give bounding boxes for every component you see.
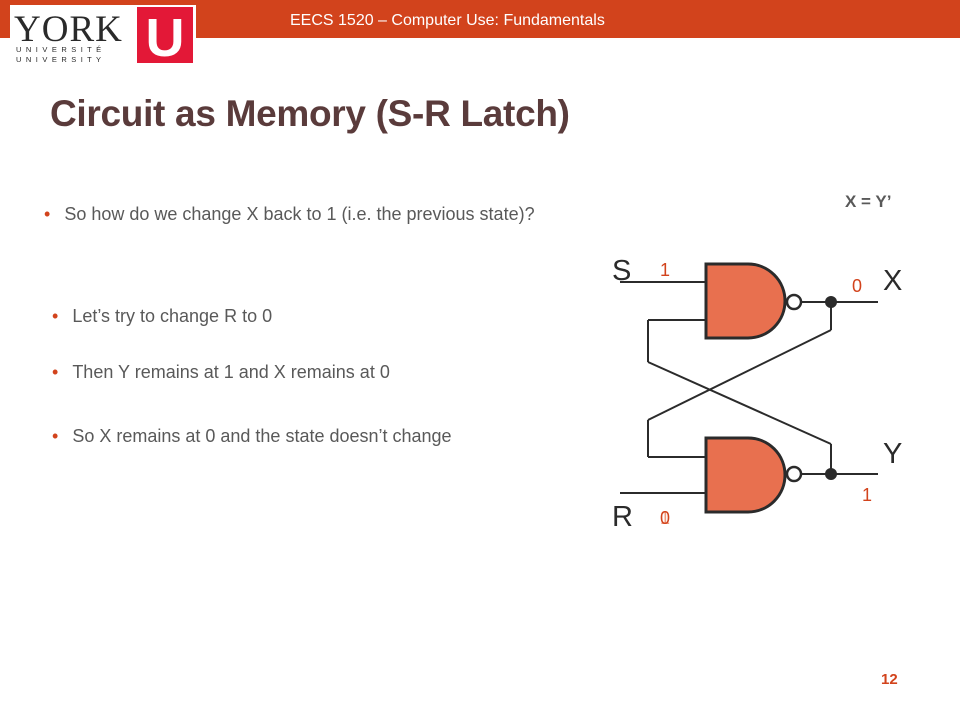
slide-title: Circuit as Memory (S-R Latch) <box>50 93 570 134</box>
logo-mark-box <box>137 7 193 63</box>
x-value-label: 0 <box>852 276 863 296</box>
top-nand-gate <box>704 262 787 340</box>
sub-bullet-text: Then Y remains at 1 and X remains at 0 <box>72 362 390 382</box>
cross-wire-1 <box>647 329 832 421</box>
cross-wire-2 <box>647 361 832 445</box>
logo-word: YORK <box>14 9 123 50</box>
course-title: EECS 1520 – Computer Use: Fundamentals <box>290 12 605 29</box>
sub-bullet-text: So X remains at 0 and the state doesn’t … <box>72 426 452 446</box>
s-label: S <box>612 255 631 287</box>
r-old-value-label: 1 <box>660 508 671 528</box>
main-bullet-text: So how do we change X back to 1 (i.e. th… <box>64 204 535 224</box>
bullet-dot: • <box>44 204 51 224</box>
bottom-gate-bubble <box>785 465 803 483</box>
bullet-dot: • <box>52 362 59 382</box>
sub-bullet-1: • Let’s try to change R to 0 <box>52 306 272 327</box>
main-bullet: • So how do we change X back to 1 (i.e. t… <box>44 204 535 225</box>
logo-line1: U N I V E R S I T É <box>16 45 102 54</box>
x-label: X <box>883 265 902 297</box>
y-label: Y <box>883 438 902 470</box>
x-junction-dot <box>825 296 837 308</box>
y-value-label: 1 <box>862 485 873 505</box>
equation: X = Y’ <box>845 192 892 211</box>
page-number: 12 <box>881 671 898 688</box>
sub-bullet-3: • So X remains at 0 and the state doesn’t… <box>52 426 452 447</box>
sub-bullet-2: • Then Y remains at 1 and X remains at 0 <box>52 362 390 383</box>
logo-mark: U <box>146 8 185 67</box>
r-new-value-label: 0 <box>660 508 671 528</box>
r-label: R <box>612 501 633 533</box>
sub-bullet-text: Let’s try to change R to 0 <box>72 306 273 326</box>
y-junction-dot <box>825 468 837 480</box>
bullet-dot: • <box>52 426 59 446</box>
s-value-label: 1 <box>660 260 671 280</box>
york-university-logo: YORK U N I V E R S I T É U N I V E R S I… <box>10 5 196 68</box>
sr-latch-diagram: S X Y R 1 0 1 1 0 <box>600 240 930 550</box>
bullet-dot: • <box>52 306 59 326</box>
bottom-nand-gate <box>704 436 787 514</box>
top-gate-bubble <box>785 293 803 311</box>
logo-line2: U N I V E R S I T Y <box>16 55 102 64</box>
